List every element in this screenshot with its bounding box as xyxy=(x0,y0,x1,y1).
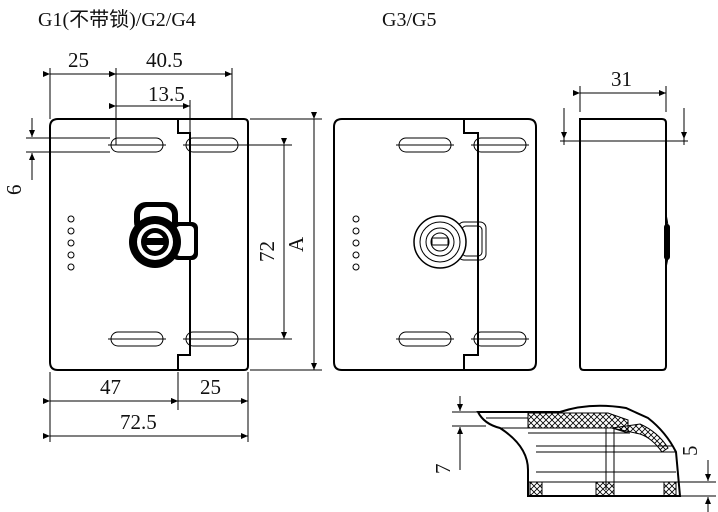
dim-13-5: 13.5 xyxy=(148,82,185,106)
side-view: 31 xyxy=(560,67,688,371)
dim-47: 47 xyxy=(100,375,121,399)
dim-5: 5 xyxy=(678,446,702,457)
dim-A: A xyxy=(284,236,308,252)
left-view-title: G1(不带锁)/G2/G4 xyxy=(38,8,196,31)
dim-6: 6 xyxy=(2,185,26,196)
right-view-title: G3/G5 xyxy=(382,9,436,31)
left-dimensions: 25 40.5 13.5 6 72 A 47 25 72.5 xyxy=(2,48,322,442)
section-view: 7 5 xyxy=(431,396,716,512)
dim-31: 31 xyxy=(611,67,632,91)
left-front-view xyxy=(49,118,249,371)
dim-7: 7 xyxy=(431,464,455,475)
dim-72: 72 xyxy=(255,241,279,262)
dim-25-top: 25 xyxy=(68,48,89,72)
dim-40-5: 40.5 xyxy=(146,48,183,72)
lock-icon xyxy=(129,202,198,268)
middle-front-view xyxy=(333,118,537,371)
dim-72-5: 72.5 xyxy=(120,410,157,434)
lock-outline-icon xyxy=(413,215,487,269)
dim-25-bottom: 25 xyxy=(200,375,221,399)
